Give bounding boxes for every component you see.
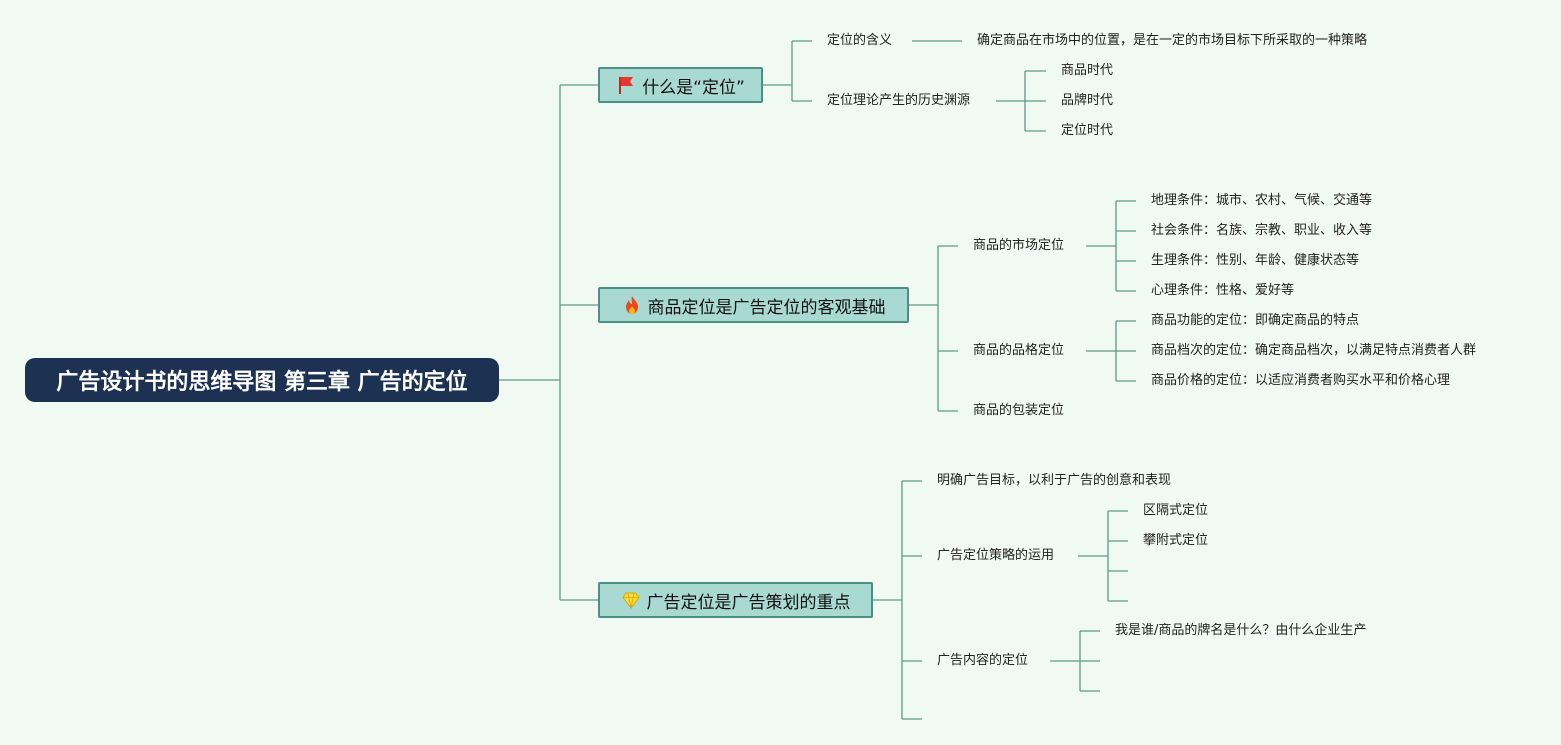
leaf-tier-positioning[interactable]: 商品档次的定位：确定商品档次，以满足特点消费者人群: [1151, 343, 1477, 358]
connector-b0-subs: [792, 40, 812, 102]
leaf-who-am-i[interactable]: 我是谁/商品的牌名是什么？由什么企业生产: [1115, 623, 1367, 638]
fire-icon: [622, 295, 642, 315]
subtopic-theory-history[interactable]: 定位理论产生的历史渊源: [827, 93, 971, 108]
root-topic-label: 广告设计书的思维导图 第三章 广告的定位: [56, 370, 468, 395]
leaf-attach-positioning[interactable]: 攀附式定位: [1143, 533, 1209, 548]
leaf-function-positioning[interactable]: 商品功能的定位：即确定商品的特点: [1151, 313, 1360, 328]
diamond-icon: [621, 590, 641, 610]
connector-strategy-leaves: [1108, 510, 1128, 602]
subtopic-packaging-positioning[interactable]: 商品的包装定位: [973, 403, 1065, 418]
topic-ad-positioning-key[interactable]: 广告定位是广告策划的重点: [598, 582, 873, 618]
subtopic-strategy-use[interactable]: 广告定位策略的运用: [937, 548, 1055, 563]
subtopic-content-positioning[interactable]: 广告内容的定位: [937, 653, 1029, 668]
connector-grade-leaves: [1116, 320, 1136, 382]
topic-product-positioning-basis[interactable]: 商品定位是广告定位的客观基础: [598, 287, 909, 323]
subtopic-grade-positioning[interactable]: 商品的品格定位: [973, 343, 1065, 358]
connector-market-leaves: [1116, 200, 1136, 292]
leaf-physiological[interactable]: 生理条件：性别、年龄、健康状态等: [1151, 253, 1360, 268]
leaf-psychological[interactable]: 心理条件：性格、爱好等: [1151, 283, 1295, 298]
connector-content-leaves: [1080, 630, 1100, 692]
connector-b2-subs: [902, 480, 922, 720]
red-flag-icon: [616, 75, 636, 95]
leaf-social[interactable]: 社会条件：名族、宗教、职业、收入等: [1151, 223, 1373, 238]
connector-history-leaves: [1025, 70, 1046, 132]
leaf-product-era[interactable]: 商品时代: [1061, 63, 1114, 78]
leaf-definition[interactable]: 确定商品在市场中的位置，是在一定的市场目标下所采取的一种策略: [977, 33, 1368, 48]
leaf-geographic[interactable]: 地理条件：城市、农村、气候、交通等: [1151, 193, 1373, 208]
connector-b1-subs: [938, 245, 958, 412]
topic-label: 什么是“定位”: [642, 77, 745, 98]
leaf-price-positioning[interactable]: 商品价格的定位：以适应消费者购买水平和价格心理: [1151, 373, 1451, 388]
leaf-brand-era[interactable]: 品牌时代: [1061, 93, 1114, 108]
topic-label: 广告定位是广告策划的重点: [646, 592, 851, 613]
subtopic-meaning-of-positioning[interactable]: 定位的含义: [827, 33, 893, 48]
leaf-segment-positioning[interactable]: 区隔式定位: [1143, 503, 1209, 518]
topic-what-is-positioning[interactable]: 什么是“定位”: [598, 67, 763, 103]
subtopic-ad-goal[interactable]: 明确广告目标，以利于广告的创意和表现: [937, 473, 1172, 488]
leaf-positioning-era[interactable]: 定位时代: [1061, 123, 1114, 138]
topic-label: 商品定位是广告定位的客观基础: [647, 297, 886, 318]
subtopic-market-positioning[interactable]: 商品的市场定位: [973, 238, 1065, 253]
root-topic[interactable]: 广告设计书的思维导图 第三章 广告的定位: [25, 358, 499, 402]
